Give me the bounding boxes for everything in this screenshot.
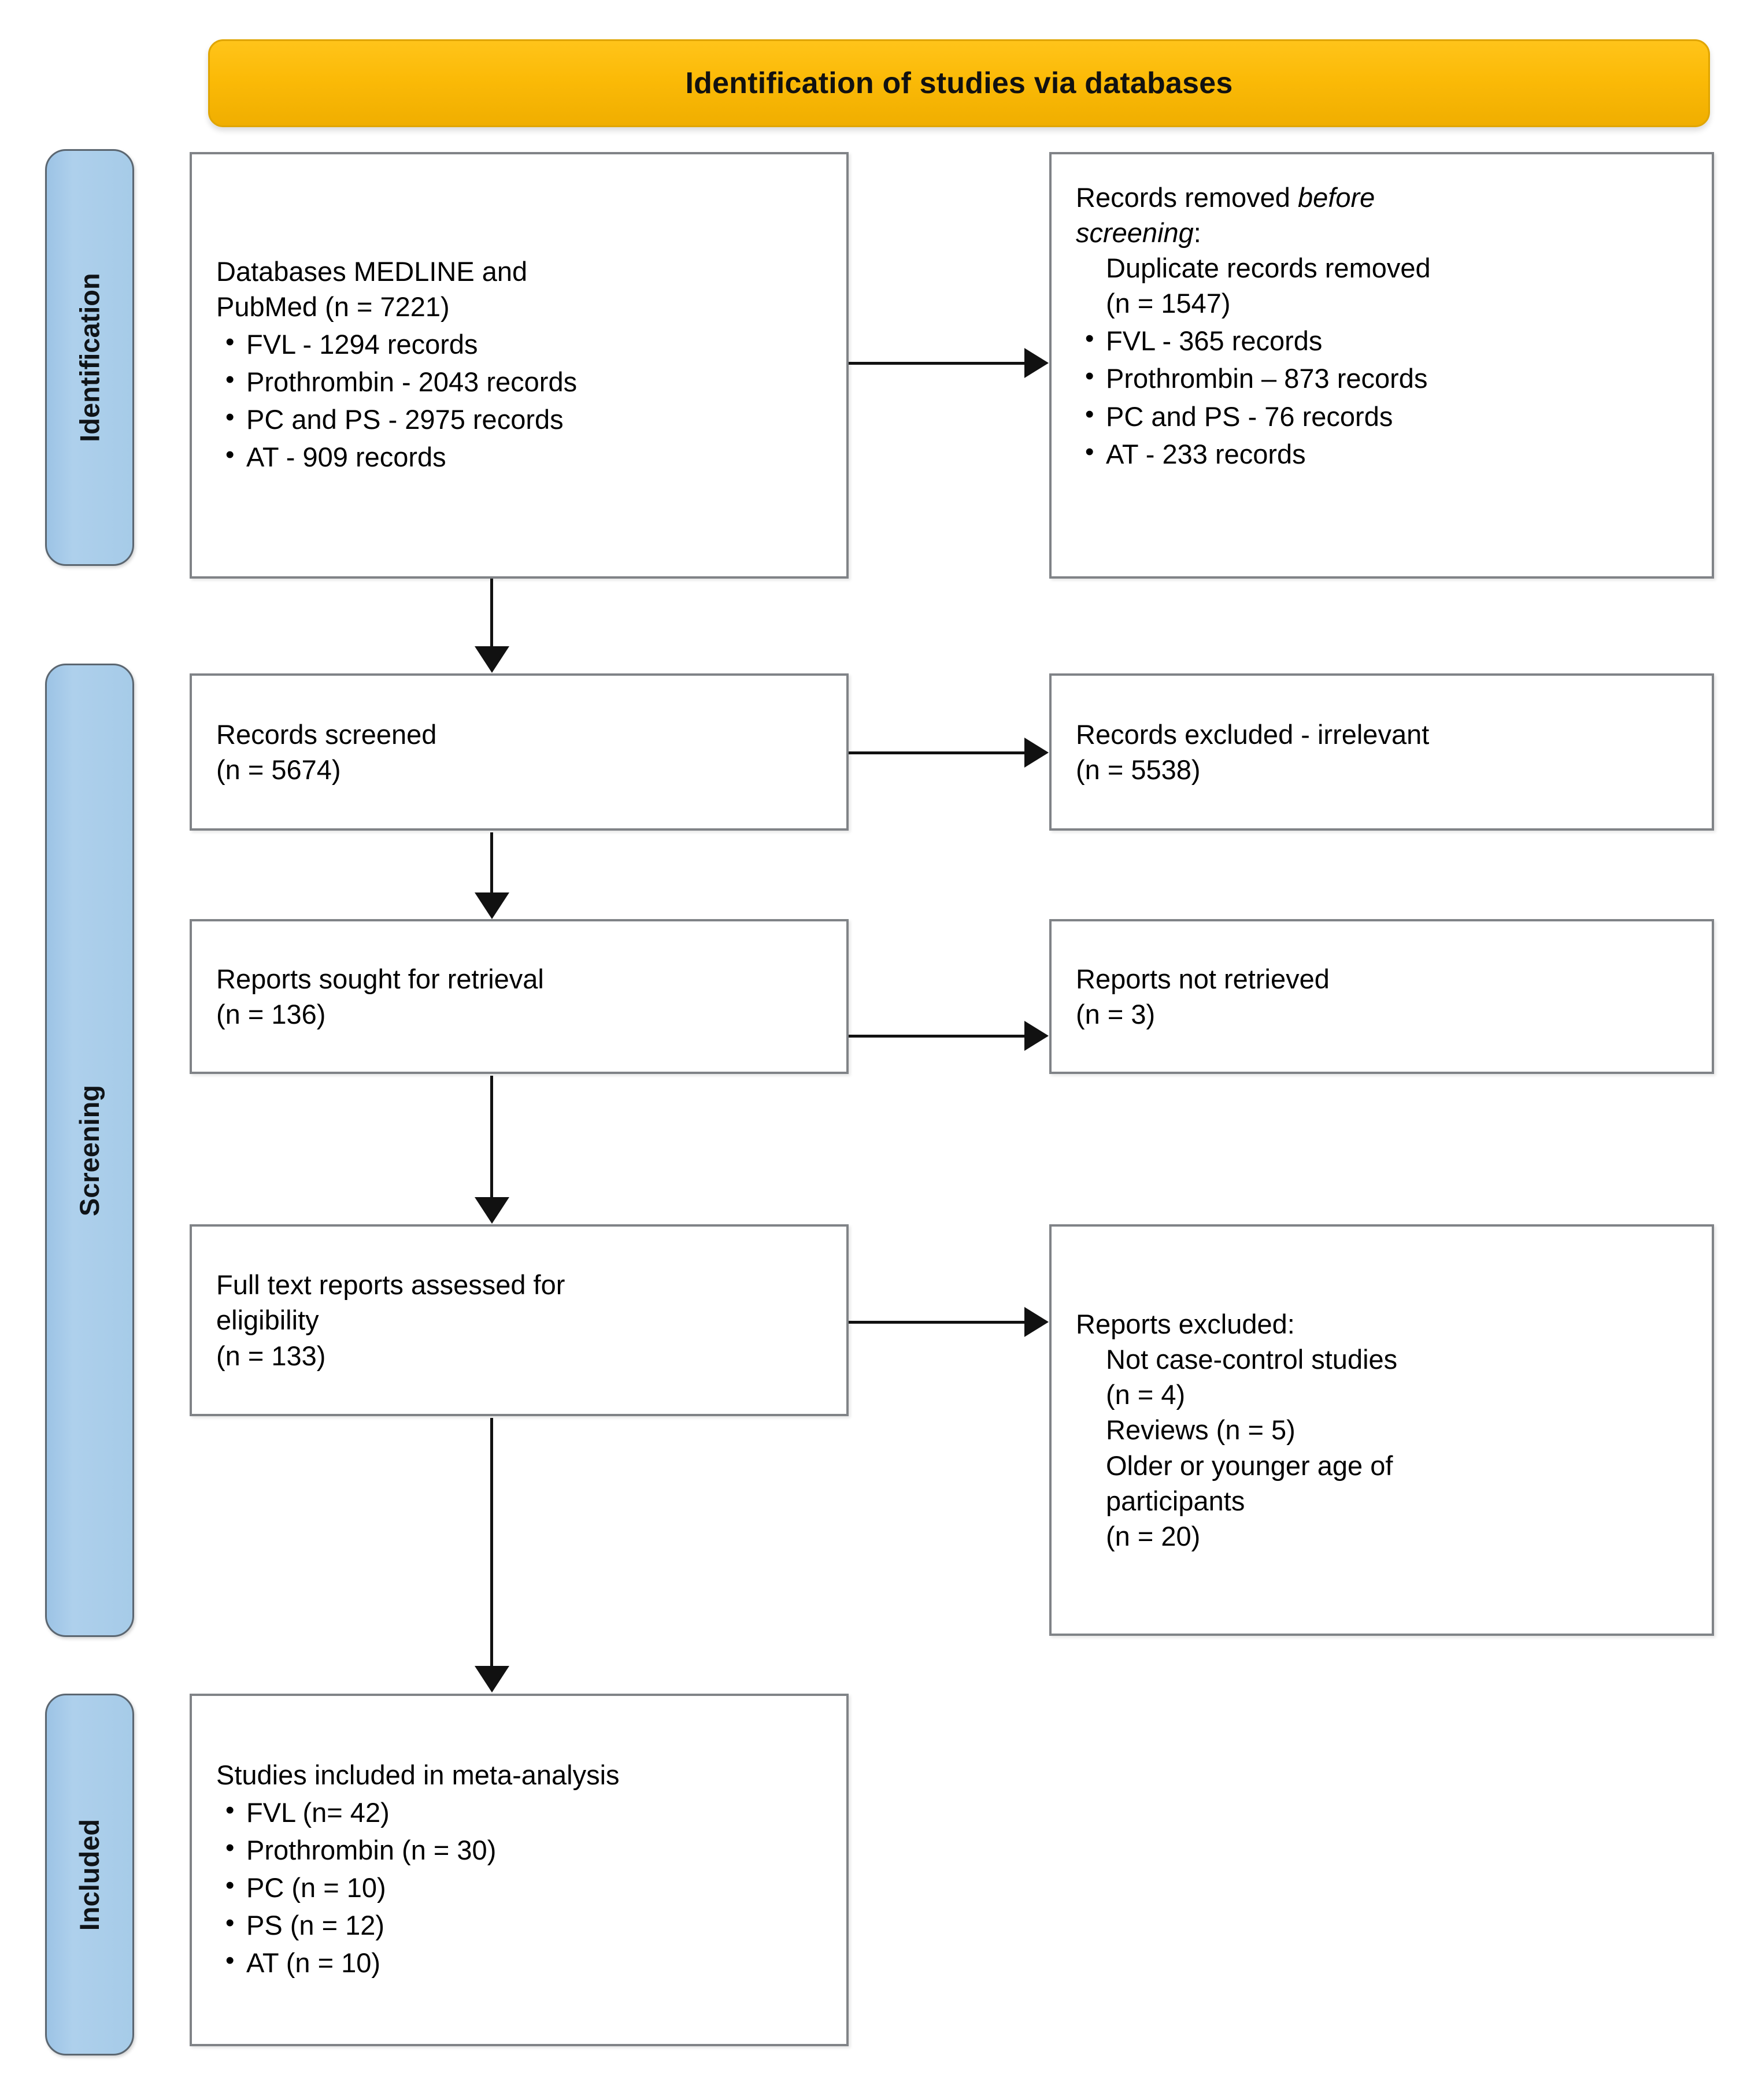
reports-sought-label: Reports sought for retrieval [216,963,544,994]
reports-excluded-item: Reviews (n = 5) [1106,1414,1296,1446]
arrow-down-icon [475,1666,509,1692]
stage-label-included-text: Included [74,1818,105,1931]
reports-not-retrieved-label: Reports not retrieved [1076,963,1330,994]
reports-excluded-heading: Reports excluded: [1076,1309,1295,1340]
box-records-removed-before-screening: Records removed before screening: Duplic… [1049,152,1714,579]
full-text-count: (n = 133) [216,1340,326,1371]
full-text-label-line1: Full text reports assessed for [216,1269,565,1301]
stage-label-identification-text: Identification [74,273,105,442]
records-excluded-label: Records excluded - irrelevant [1076,718,1430,750]
databases-heading-line1: Databases MEDLINE and [216,255,528,287]
duplicate-records-line2: (n = 1547) [1106,288,1231,319]
connector-fulltext-to-reports-excluded [849,1321,1026,1324]
banner-title: Identification of studies via databases [685,66,1233,100]
list-item: PC and PS - 76 records [1076,398,1687,434]
reports-excluded-item: Not case-control studies [1106,1344,1398,1375]
records-screened-count: (n = 5674) [216,754,341,785]
list-item: PS (n = 12) [216,1906,822,1943]
stage-label-identification: Identification [45,149,134,566]
reports-excluded-item: (n = 20) [1106,1520,1201,1551]
box-reports-excluded: Reports excluded: Not case-control studi… [1049,1224,1714,1636]
reports-excluded-item: (n = 4) [1106,1379,1186,1410]
duplicate-records-line1: Duplicate records removed [1106,253,1431,284]
arrow-down-icon [475,646,509,673]
connector-screened-to-sought [490,832,493,894]
list-item: AT - 233 records [1076,435,1687,472]
arrow-down-icon [475,892,509,919]
full-text-label-line2: eligibility [216,1305,319,1336]
list-item: FVL (n= 42) [216,1794,822,1830]
connector-identification-to-removed [849,362,1026,365]
stage-label-included: Included [45,1694,134,2055]
list-item: AT - 909 records [216,438,822,475]
arrow-right-icon [1024,738,1049,768]
records-removed-heading: Records removed before [1076,180,1687,215]
list-item: PC (n = 10) [216,1869,822,1905]
arrow-down-icon [475,1197,509,1224]
connector-identification-to-screened [490,579,493,648]
box-records-excluded-irrelevant: Records excluded - irrelevant (n = 5538) [1049,673,1714,831]
list-item: FVL - 365 records [1076,322,1687,358]
box-records-screened: Records screened (n = 5674) [190,673,849,831]
box-databases-identified: Databases MEDLINE and PubMed (n = 7221) … [190,152,849,579]
box-reports-sought-for-retrieval: Reports sought for retrieval (n = 136) [190,919,849,1074]
box-studies-included: Studies included in meta-analysis FVL (n… [190,1694,849,2046]
databases-heading-line2: PubMed (n = 7221) [216,291,450,322]
records-excluded-count: (n = 5538) [1076,754,1201,785]
connector-fulltext-to-included [490,1418,493,1666]
list-item: FVL - 1294 records [216,325,822,362]
list-item: PC and PS - 2975 records [216,401,822,437]
list-item: Prothrombin - 2043 records [216,363,822,399]
arrow-right-icon [1024,348,1049,378]
databases-bullet-list: FVL - 1294 records Prothrombin - 2043 re… [216,324,822,477]
records-removed-heading-italic-2: screening [1076,217,1194,249]
reports-excluded-item: participants [1106,1485,1245,1516]
connector-screened-to-excluded [849,751,1026,754]
connector-sought-to-fulltext [490,1076,493,1197]
records-removed-heading-line2: screening: [1076,215,1687,250]
stage-label-screening-text: Screening [74,1084,105,1216]
reports-sought-count: (n = 136) [216,999,326,1029]
identification-banner: Identification of studies via databases [208,39,1710,127]
list-item: Prothrombin – 873 records [1076,360,1687,396]
records-removed-heading-plain: Records removed [1076,182,1298,213]
arrow-right-icon [1024,1021,1049,1051]
list-item: AT (n = 10) [216,1944,822,1980]
list-item: Prothrombin (n = 30) [216,1831,822,1868]
records-screened-label: Records screened [216,718,437,750]
connector-sought-to-not-retrieved [849,1035,1026,1038]
arrow-right-icon [1024,1307,1049,1337]
studies-included-heading: Studies included in meta-analysis [216,1759,620,1790]
records-removed-heading-italic-1: before [1298,182,1375,213]
records-removed-bullet-list: FVL - 365 records Prothrombin – 873 reco… [1076,321,1687,473]
studies-included-bullet-list: FVL (n= 42) Prothrombin (n = 30) PC (n =… [216,1792,822,1983]
box-reports-not-retrieved: Reports not retrieved (n = 3) [1049,919,1714,1074]
box-full-text-assessed: Full text reports assessed for eligibili… [190,1224,849,1416]
reports-not-retrieved-count: (n = 3) [1076,999,1156,1029]
reports-excluded-item: Older or younger age of [1106,1450,1393,1481]
stage-label-screening: Screening [45,664,134,1637]
records-removed-heading-colon: : [1193,217,1201,249]
